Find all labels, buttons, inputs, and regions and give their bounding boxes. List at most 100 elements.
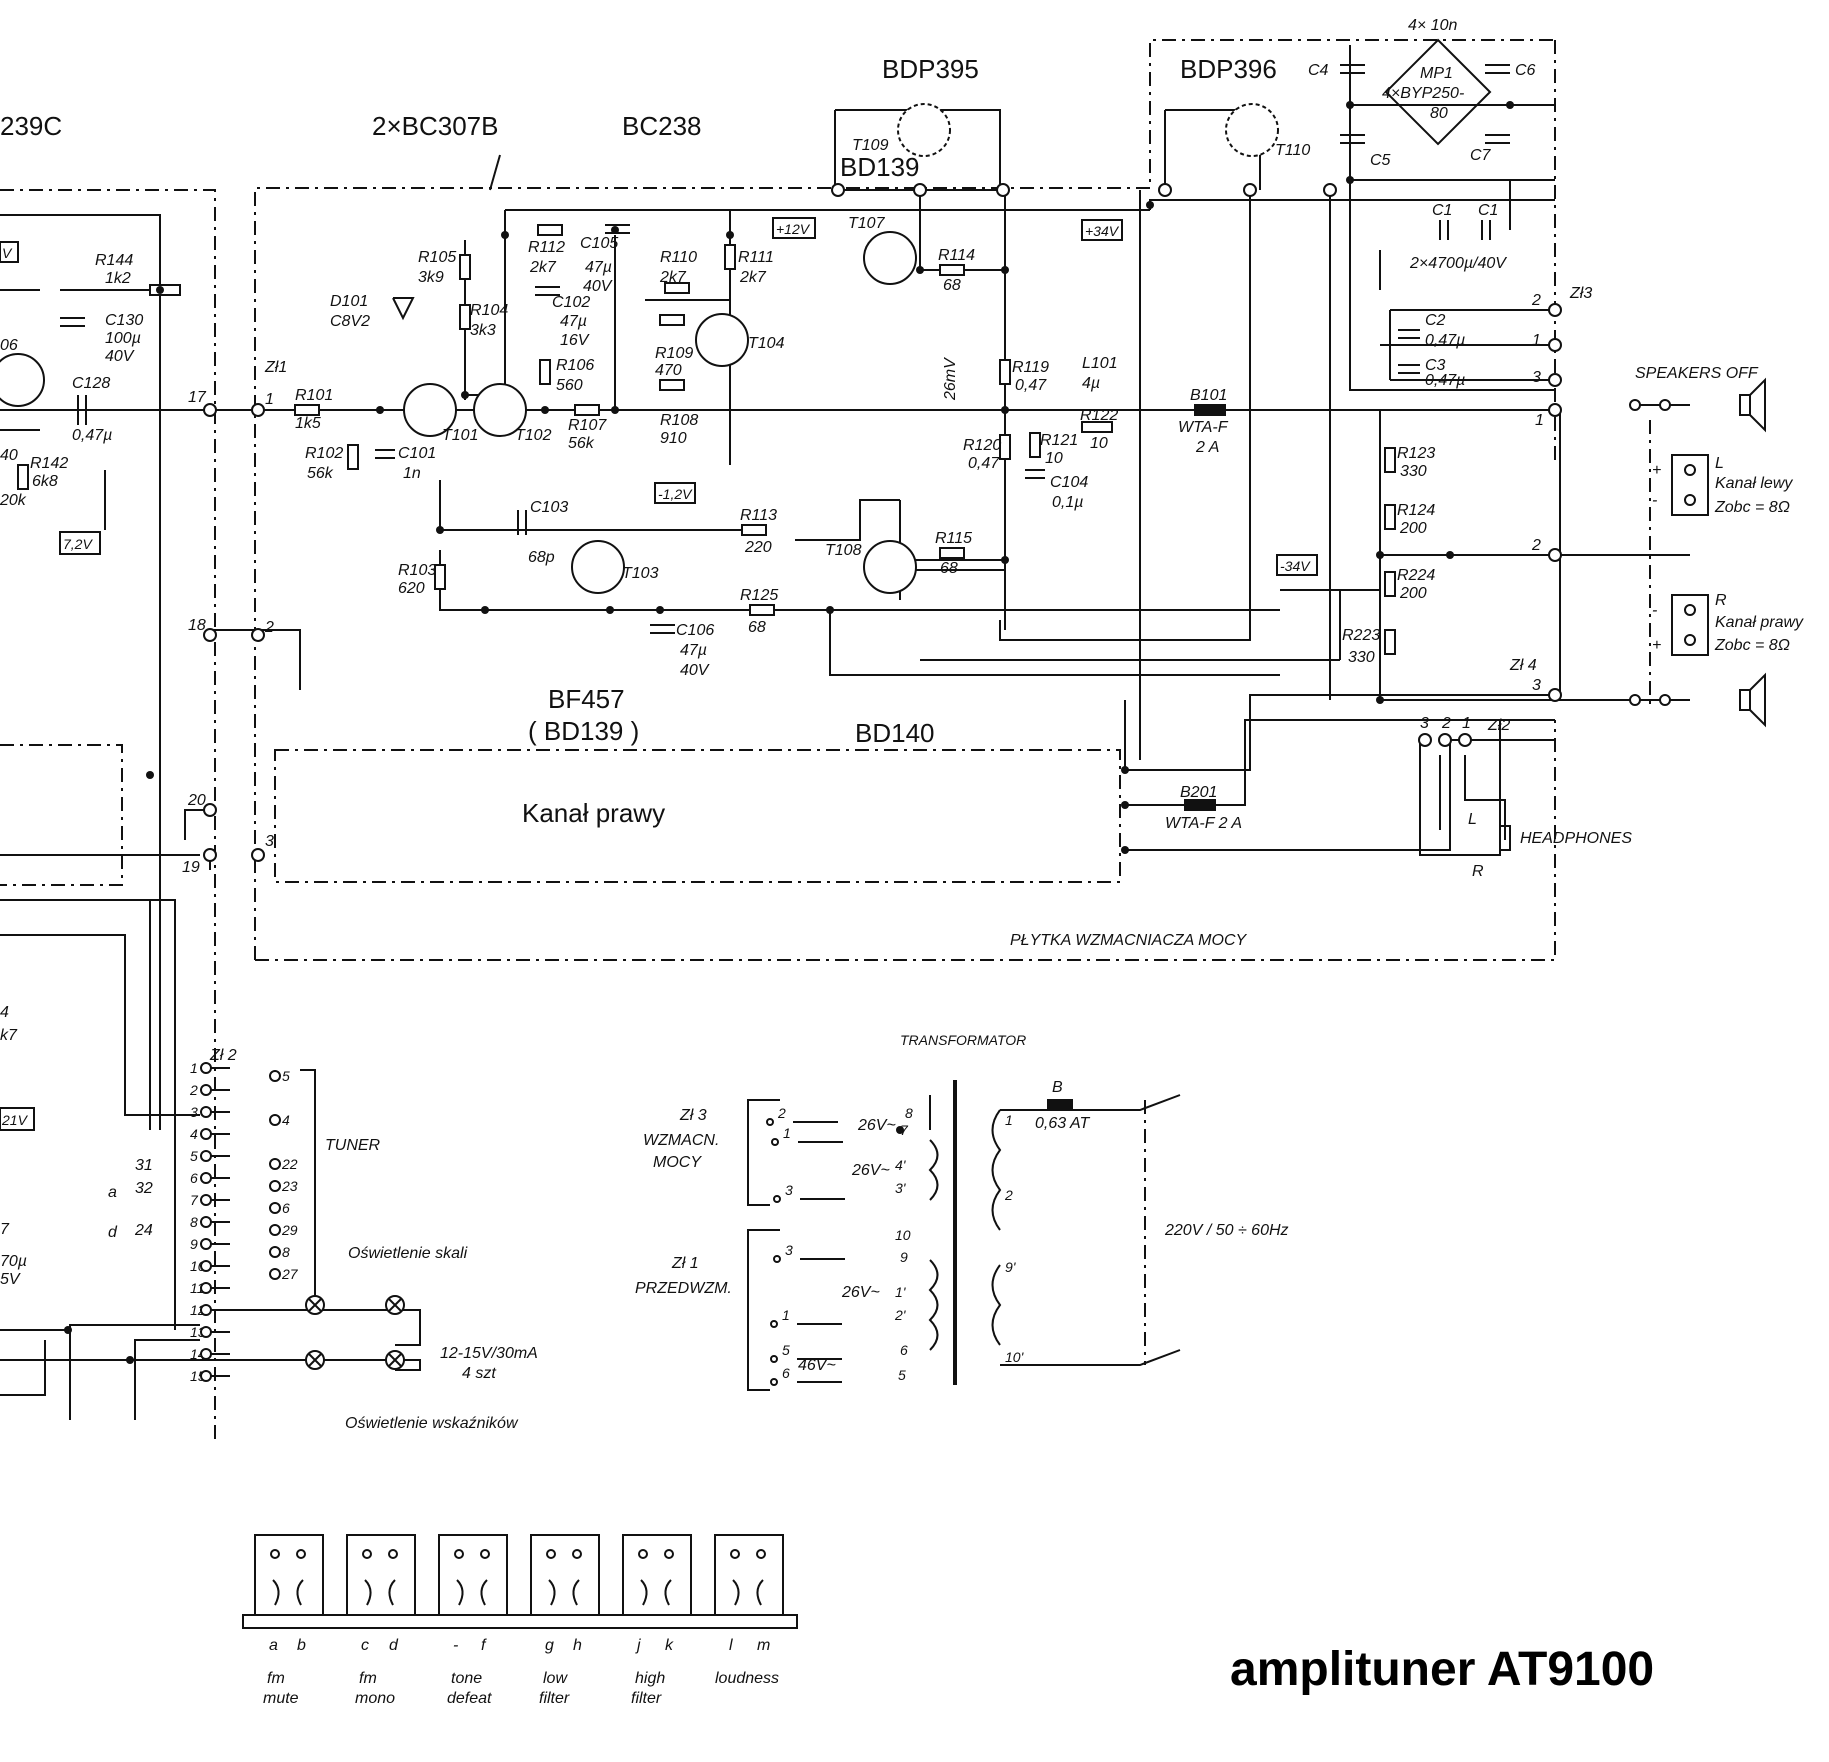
svg-text:C101: C101 [398, 445, 436, 462]
svg-text:R104: R104 [470, 302, 508, 319]
svg-text:R108: R108 [660, 412, 698, 429]
svg-text:R111: R111 [738, 249, 774, 266]
svg-text:330: 330 [1400, 463, 1427, 480]
svg-text:2: 2 [264, 619, 274, 636]
svg-text:3: 3 [1420, 715, 1429, 732]
svg-text:19: 19 [182, 859, 200, 876]
transformer-connector-pin: 1 [782, 1307, 790, 1323]
switch-2 [438, 1534, 508, 1616]
svg-text:D101: D101 [330, 293, 368, 310]
transformer-secondary-pin: 8 [905, 1105, 913, 1121]
svg-text:4 szt: 4 szt [462, 1365, 496, 1382]
svg-text:7: 7 [0, 1221, 10, 1238]
svg-text:R224: R224 [1397, 567, 1435, 584]
svg-text:Oświetlenie wskaźników: Oświetlenie wskaźników [345, 1415, 519, 1432]
bd139-alt-label: ( BD139 ) [528, 716, 639, 746]
switch-letter: - [453, 1637, 458, 1654]
svg-text:21V: 21V [1, 1112, 29, 1128]
switch-letter: h [573, 1637, 582, 1654]
svg-text:10: 10 [1045, 450, 1063, 467]
svg-text:R114: R114 [938, 247, 975, 264]
wiring [0, 45, 1690, 1420]
connector-rings [203, 183, 1696, 862]
svg-text:WTA-F 2 A: WTA-F 2 A [1165, 815, 1242, 832]
svg-text:5V: 5V [0, 1271, 21, 1288]
svg-text:68: 68 [940, 560, 958, 577]
svg-text:200: 200 [1399, 585, 1427, 602]
tuner-pin-ring [200, 1150, 212, 1162]
tuner-pin-6: 6 [190, 1170, 198, 1186]
svg-text:+12V: +12V [776, 221, 811, 237]
svg-text:+34V: +34V [1085, 223, 1120, 239]
svg-text:16V: 16V [560, 332, 590, 349]
svg-text:V: V [2, 245, 13, 261]
tuner-pin-ring [200, 1238, 212, 1250]
svg-text:WTA-F: WTA-F [1178, 419, 1229, 436]
resistors [17, 224, 1396, 655]
svg-text:R122: R122 [1080, 407, 1118, 424]
svg-text:1: 1 [1535, 412, 1544, 429]
transformer-primary-pin: 9' [1005, 1259, 1017, 1275]
svg-text:R101: R101 [295, 387, 333, 404]
svg-text:220: 220 [744, 539, 772, 556]
svg-text:T101: T101 [442, 427, 478, 444]
svg-text:0,47: 0,47 [1015, 377, 1047, 394]
switch-3 [530, 1534, 600, 1616]
tuner-pin-ring [200, 1106, 212, 1118]
switch-function-label: tone [451, 1670, 482, 1687]
svg-text:1: 1 [1532, 332, 1541, 349]
svg-text:4: 4 [0, 1004, 9, 1021]
svg-text:Zł1: Zł1 [264, 359, 287, 376]
svg-text:56k: 56k [568, 435, 595, 452]
svg-text:Zł2: Zł2 [1487, 717, 1510, 734]
svg-text:T104: T104 [748, 335, 785, 352]
svg-text:47µ: 47µ [585, 259, 612, 276]
svg-text:70µ: 70µ [0, 1253, 27, 1270]
svg-text:2k7: 2k7 [739, 269, 767, 286]
svg-text:L: L [1468, 811, 1477, 828]
svg-text:T102: T102 [515, 427, 552, 444]
switch-letter: d [389, 1637, 399, 1654]
svg-text:HEADPHONES: HEADPHONES [1520, 830, 1632, 847]
svg-text:C4: C4 [1308, 62, 1329, 79]
svg-text:R119: R119 [1012, 359, 1049, 376]
svg-text:TRANSFORMATOR: TRANSFORMATOR [900, 1032, 1026, 1048]
svg-text:2×4700µ/40V: 2×4700µ/40V [1409, 255, 1507, 272]
svg-text:L: L [1715, 455, 1724, 472]
tuner-pin-7: 7 [190, 1192, 199, 1208]
svg-text:3: 3 [1532, 677, 1541, 694]
bf457-label: BF457 [548, 684, 625, 714]
svg-text:560: 560 [556, 377, 583, 394]
tuner-out-pin: 8 [282, 1244, 290, 1260]
svg-text:-: - [1652, 492, 1657, 509]
svg-text:6k8: 6k8 [32, 473, 58, 490]
switch-function-label-2: mute [263, 1690, 299, 1707]
svg-text:C105: C105 [580, 235, 618, 252]
tuner-pin-ring [200, 1062, 212, 1074]
transformer-secondary-pin: 7 [900, 1122, 909, 1138]
svg-text:20k: 20k [0, 492, 27, 509]
svg-text:Zł 2: Zł 2 [209, 1047, 237, 1064]
svg-text:C7: C7 [1470, 147, 1492, 164]
svg-text:R144: R144 [95, 252, 133, 269]
switch-function-label: fm [359, 1670, 377, 1687]
svg-text:C8V2: C8V2 [330, 313, 370, 330]
tuner-pin-ring [200, 1172, 212, 1184]
tuner-pin-ring [200, 1370, 212, 1382]
transistor-symbols [0, 38, 1492, 594]
svg-text:12-15V/30mA: 12-15V/30mA [440, 1345, 538, 1362]
svg-text:B101: B101 [1190, 387, 1227, 404]
svg-text:31: 31 [135, 1157, 153, 1174]
svg-text:0,47: 0,47 [968, 455, 1000, 472]
transformer-connector-pin: 3 [785, 1182, 793, 1198]
transformer-secondary-pin: 6 [900, 1342, 908, 1358]
svg-text:-: - [1652, 602, 1657, 619]
svg-text:26mV: 26mV [942, 357, 959, 401]
tuner-out-pin: 6 [282, 1200, 290, 1216]
bdp395-label: BDP395 [882, 54, 979, 84]
svg-text:L101: L101 [1082, 355, 1118, 372]
capacitors [60, 64, 1510, 634]
tuner-pin-2: 2 [189, 1082, 198, 1098]
svg-text:24: 24 [134, 1222, 153, 1239]
